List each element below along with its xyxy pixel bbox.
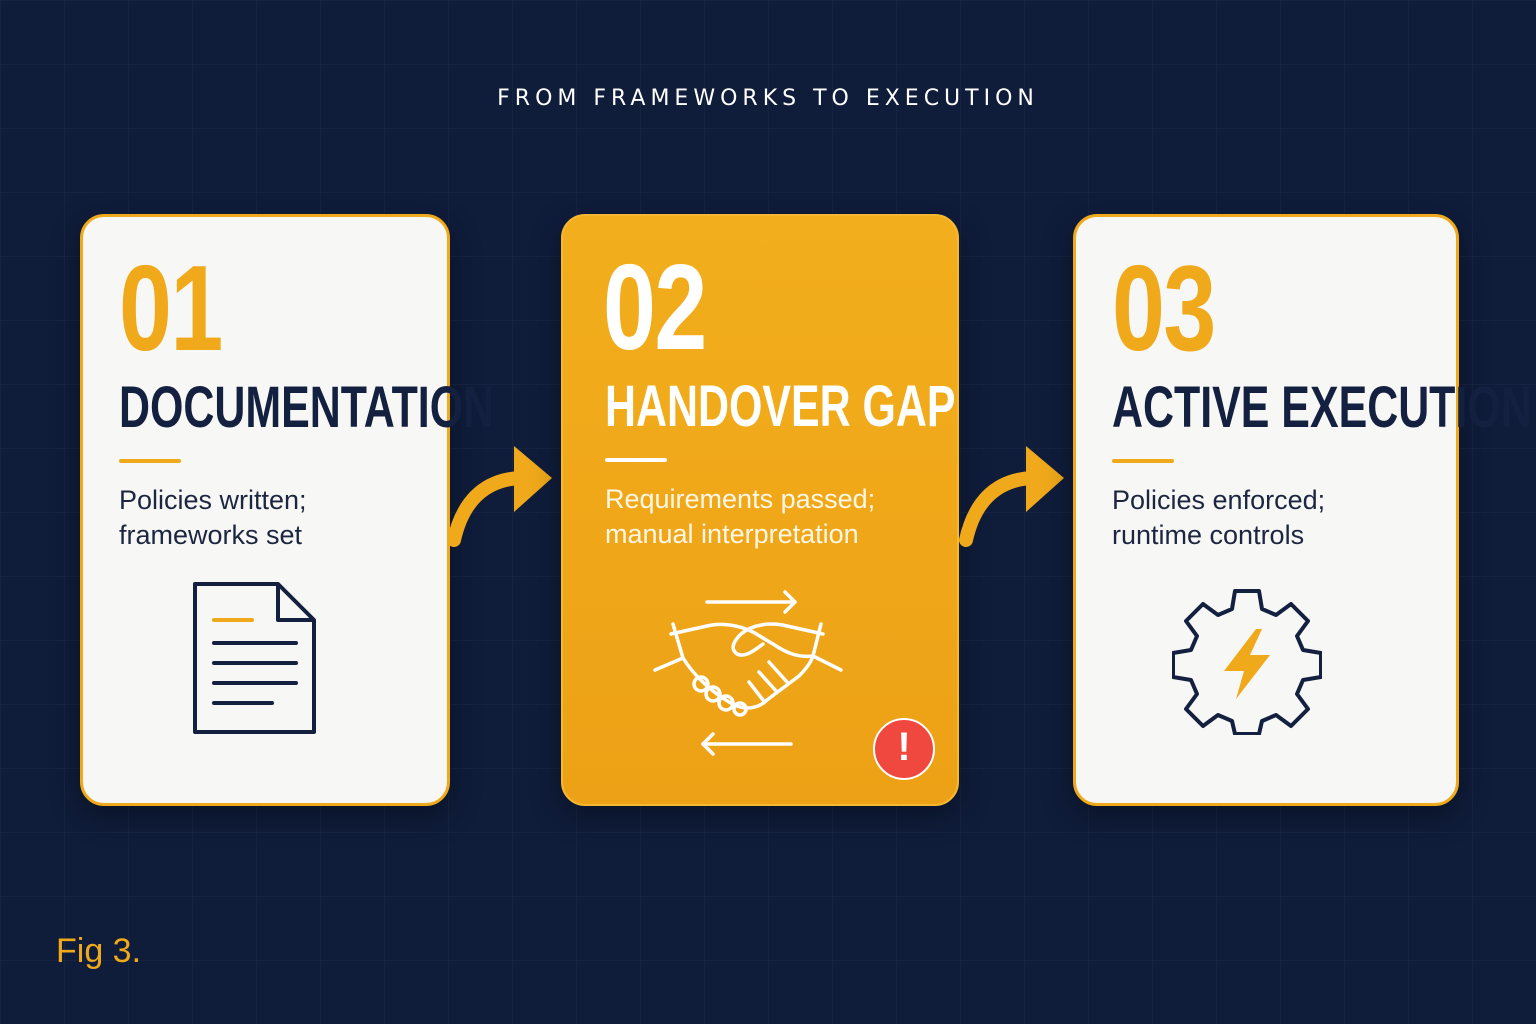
flow-arrow-icon [959,446,1064,547]
description-line: Policies enforced; [1112,485,1326,515]
step-number: 02 [603,239,707,375]
heading-divider [1112,459,1174,463]
step-heading: DOCUMENTATION [119,375,495,440]
description-line: manual interpretation [605,519,859,549]
gear-lightning-icon [1172,589,1322,735]
flow-arrow-icon [447,446,552,547]
step-description: Requirements passed; manual interpretati… [605,482,945,552]
step-number: 01 [119,240,223,376]
step-card-documentation: 01 DOCUMENTATION Policies written; frame… [80,214,494,806]
warning-badge-label: ! [897,725,911,769]
warning-badge-icon [873,718,935,780]
document-icon [193,582,316,734]
description-line: runtime controls [1112,520,1305,550]
step-heading: HANDOVER GAP [605,374,956,439]
step-number: 03 [1112,240,1216,376]
description-line: frameworks set [119,520,303,550]
heading-divider [119,459,181,463]
step-card-active-execution: 03 ACTIVE EXECUTION Policies enforced; r… [1073,214,1532,806]
figure-label: Fig 3. [56,932,142,970]
handshake-icon [653,590,843,756]
step-description: Policies enforced; runtime controls [1112,483,1422,553]
step-heading: ACTIVE EXECUTION [1112,375,1532,440]
heading-divider [605,458,667,462]
step-card-handover-gap: 02 HANDOVER GAP Requirements passed; man… [561,214,959,806]
description-line: Requirements passed; [605,484,876,514]
page-title: FROM FRAMEWORKS TO EXECUTION [497,86,1039,111]
step-description: Policies written; frameworks set [119,483,429,553]
description-line: Policies written; [119,485,307,515]
